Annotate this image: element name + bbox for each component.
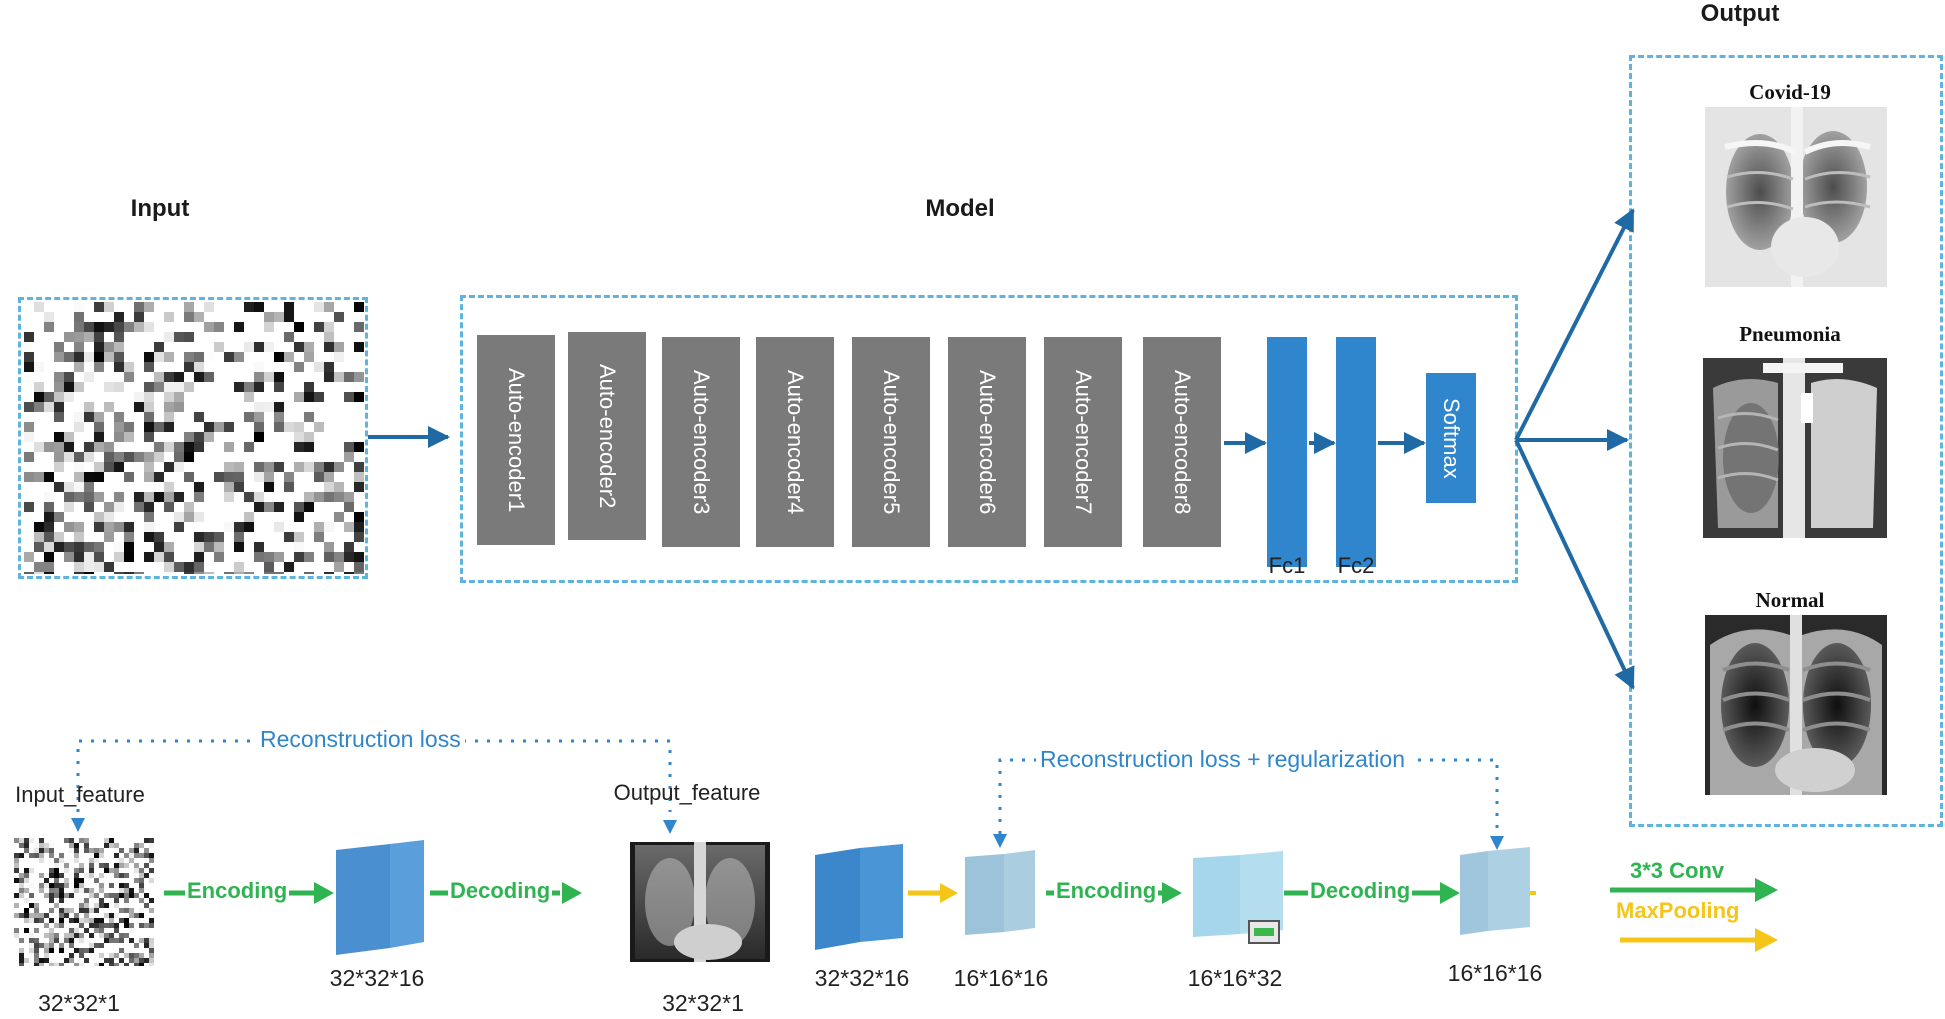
fc2-label: Fc2 — [1337, 553, 1375, 578]
output-label-pneumonia: Pneumonia — [1739, 322, 1841, 346]
decoding-label-2: Decoding — [1308, 878, 1413, 904]
fc2-layer — [1336, 337, 1376, 567]
xray-normal-image — [1705, 615, 1887, 795]
autoencoder-5: Auto-encoder5 — [852, 337, 930, 547]
input-title: Input — [130, 195, 190, 222]
legend-maxpool-label: MaxPooling — [1616, 898, 1740, 923]
output-feature-image — [630, 842, 770, 962]
fc1-label: Fc1 — [1268, 553, 1306, 578]
dim-block-d: 16*16*16 — [1447, 960, 1543, 986]
output-frame — [1629, 55, 1943, 827]
encoding-label-2: Encoding — [1054, 878, 1159, 904]
dim-enc1: 32*32*16 — [329, 965, 425, 991]
fc1-layer — [1267, 337, 1307, 567]
input-feature-label: Input_feature — [15, 782, 145, 807]
decoding-label-1: Decoding — [448, 878, 553, 904]
dim-block-c: 16*16*32 — [1187, 965, 1283, 991]
output-label-covid: Covid-19 — [1749, 80, 1831, 104]
autoencoder-1: Auto-encoder1 — [477, 335, 555, 545]
input-feature-image — [14, 838, 154, 966]
autoencoder-8: Auto-encoder8 — [1143, 337, 1221, 547]
dim-input: 32*32*1 — [38, 990, 120, 1016]
autoencoder-4: Auto-encoder4 — [756, 337, 834, 547]
autoencoder-2: Auto-encoder2 — [568, 332, 646, 540]
autoencoder-7: Auto-encoder7 — [1044, 337, 1122, 547]
reconstruction-loss-label: Reconstruction loss — [256, 726, 465, 753]
xray-covid-image — [1705, 107, 1887, 287]
softmax-layer: Softmax — [1426, 373, 1476, 503]
input-image-frame — [18, 297, 368, 579]
dim-block-a: 32*32*16 — [814, 965, 910, 991]
autoencoder-6: Auto-encoder6 — [948, 337, 1026, 547]
encoding-label-1: Encoding — [185, 878, 290, 904]
dim-output: 32*32*1 — [662, 990, 744, 1016]
model-title: Model — [925, 195, 995, 222]
dim-block-b: 16*16*16 — [953, 965, 1049, 991]
output-label-normal: Normal — [1755, 588, 1825, 612]
input-noise-image — [24, 302, 364, 574]
output-title: Output — [1700, 0, 1780, 27]
reconstruction-loss-regularization-label: Reconstruction loss + regularization — [1036, 746, 1409, 773]
output-feature-label: Output_feature — [613, 780, 761, 805]
legend-conv-label: 3*3 Conv — [1630, 858, 1725, 883]
autoencoder-3: Auto-encoder3 — [662, 337, 740, 547]
xray-pneumonia-image — [1703, 358, 1887, 538]
